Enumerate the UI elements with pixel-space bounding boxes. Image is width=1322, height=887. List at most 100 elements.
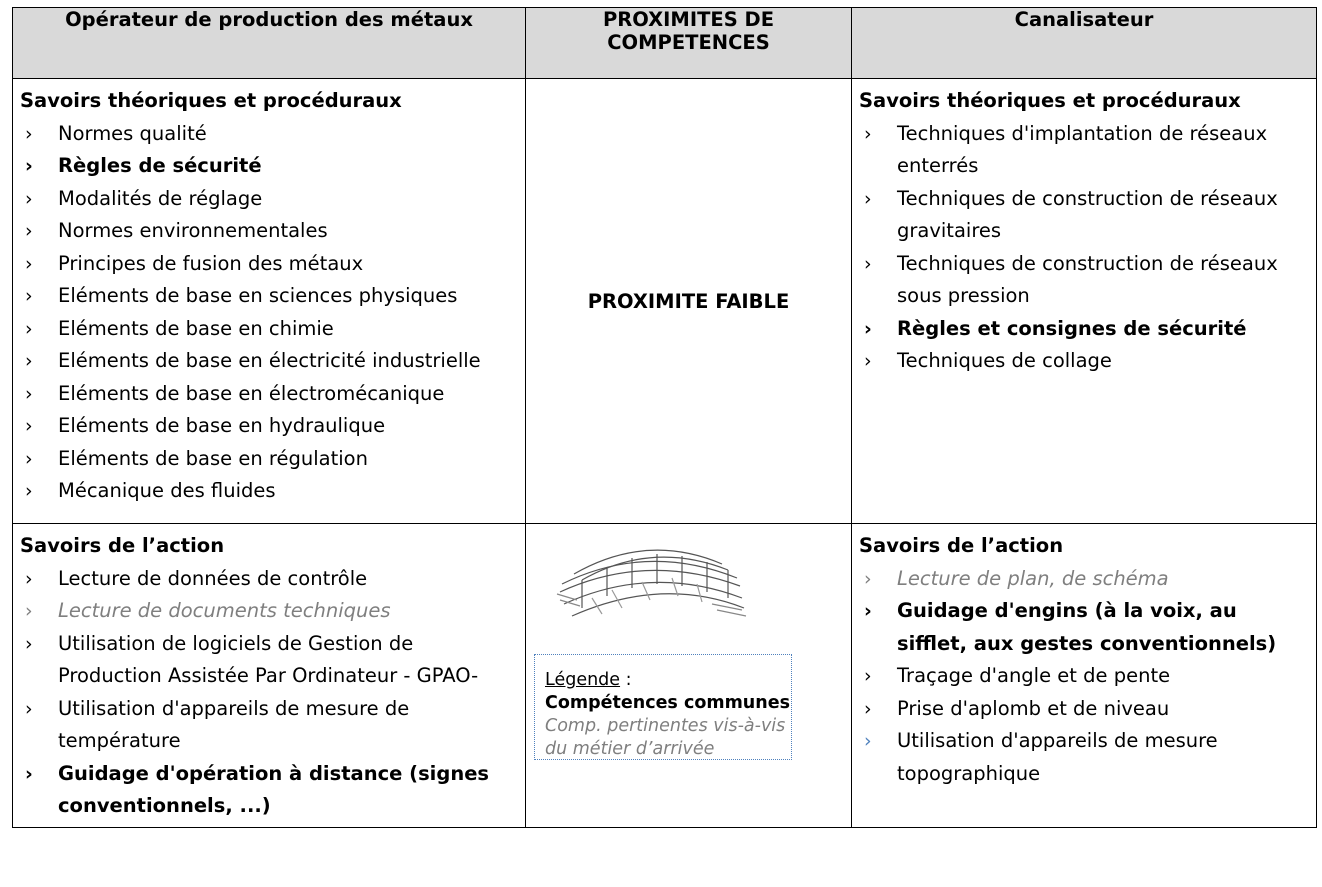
list-item: ›Guidage d'opération à distance (signes …	[20, 758, 517, 823]
bullet-icon: ›	[864, 697, 872, 720]
section-title: Savoirs théoriques et procéduraux	[859, 89, 1241, 112]
bullet-icon: ›	[25, 382, 33, 405]
list-item: › Guidage d'engins (à la voix, au sifflet…	[859, 595, 1308, 660]
header-left: Opérateur de production des métaux	[12, 7, 526, 79]
section-title: Savoirs de l’action	[20, 534, 225, 557]
bullet-icon: ›	[25, 415, 33, 437]
list-item-text: Guidage d'engins (à la voix, au sifflet,…	[897, 599, 1277, 655]
competence-table: Opérateur de production des métaux PROXI…	[12, 7, 1317, 828]
item-list: ›Normes qualité›Règles de sécurité›Modal…	[20, 118, 517, 508]
list-item: › Techniques d'implantation de réseaux en…	[859, 118, 1308, 183]
bullet-icon: ›	[25, 480, 33, 502]
cell-left-action: Savoirs de l’action ›Lecture de données …	[12, 523, 526, 828]
legend-pertinent: Comp. pertinentes vis-à-vis du métier d’…	[545, 716, 786, 759]
list-item: › Eléments de base en chimie	[20, 313, 517, 346]
bullet-icon: ›	[864, 600, 872, 622]
bullet-icon: ›	[864, 252, 872, 275]
list-item: › Mécanique des fluides	[20, 475, 517, 508]
list-item: › Eléments de base en électricité industr…	[20, 345, 517, 378]
list-item-text: Utilisation d'appareils de mesure topogr…	[897, 729, 1218, 785]
list-item: › Principes de fusion des métaux	[20, 248, 517, 281]
bullet-icon: ›	[25, 252, 33, 275]
list-item-text: Eléments de base en hydraulique	[58, 414, 386, 437]
list-item-text: Techniques d'implantation de réseaux ent…	[897, 121, 1268, 178]
cell-middle-proximity: PROXIMITE FAIBLE	[525, 78, 852, 524]
bullet-icon: ›	[25, 220, 33, 242]
proximity-label: PROXIMITE FAIBLE	[587, 289, 790, 313]
bullet-icon: ›	[25, 697, 33, 720]
bullet-icon: ›	[864, 567, 872, 590]
bullet-icon: ›	[25, 317, 33, 340]
bullet-icon: ›	[25, 350, 33, 372]
list-item: › Lecture de documents techniques	[20, 595, 517, 628]
bullet-icon: ›	[864, 665, 872, 687]
cell-right-action: Savoirs de l’action › Lecture de plan, de…	[851, 523, 1317, 828]
bullet-icon: ›	[864, 317, 872, 340]
cell-middle-legend: Légende : Compétences communes Comp. per…	[525, 523, 852, 828]
list-item-text: Lecture de plan, de schéma	[897, 566, 1169, 590]
bullet-icon: ›	[25, 567, 33, 590]
list-item-text: Eléments de base en régulation	[58, 446, 368, 470]
bullet-icon: ›	[25, 762, 33, 785]
bullet-icon: ›	[864, 187, 872, 210]
bullet-icon: ›	[864, 350, 872, 372]
list-item-text: Techniques de construction de réseaux gr…	[897, 186, 1278, 243]
list-item: › Utilisation d'appareils de mesure de te…	[20, 693, 517, 758]
list-item: ›Modalités de réglage	[20, 183, 517, 216]
item-list: › Lecture de plan, de schéma › Guidage d'en…	[859, 563, 1308, 791]
bullet-icon: ›	[25, 632, 33, 655]
list-item-text: Eléments de base en chimie	[58, 316, 334, 340]
row-theoretical: Savoirs théoriques et procéduraux ›Norme…	[12, 78, 1317, 524]
list-item: › Utilisation d'appareils de mesure topog…	[859, 725, 1308, 790]
list-item: › Lecture de plan, de schéma	[859, 563, 1308, 596]
list-item-text: Mécanique des fluides	[58, 479, 276, 502]
item-list: ›Lecture de données de contrôle›Lecture …	[20, 563, 517, 823]
header-middle-text: PROXIMITES DE COMPETENCES	[602, 8, 775, 54]
section-title: Savoirs théoriques et procéduraux	[20, 89, 402, 112]
list-item: ›Normes qualité	[20, 118, 517, 151]
header-row: Opérateur de production des métaux PROXI…	[12, 7, 1317, 79]
list-item: › Normes environnementales	[20, 215, 517, 248]
list-item: ›Utilisation de logiciels de Gestion de …	[20, 628, 517, 693]
legend-title: Légende :	[545, 669, 791, 692]
bullet-icon: ›	[25, 285, 33, 307]
row-action: Savoirs de l’action ›Lecture de données …	[12, 523, 1317, 828]
list-item-text: Principes de fusion des métaux	[58, 251, 364, 275]
bullet-icon: ›	[864, 122, 872, 145]
list-item-text: Traçage d'angle et de pente	[897, 664, 1171, 687]
list-item-text: Règles et consignes de sécurité	[897, 316, 1247, 340]
list-item-text: Eléments de base en électricité industri…	[58, 349, 481, 372]
header-right: Canalisateur	[851, 7, 1317, 79]
list-item: › Techniques de collage	[859, 345, 1308, 378]
bridge-icon	[556, 549, 747, 617]
section-title: Savoirs de l’action	[859, 534, 1064, 557]
list-item: › Eléments de base en sciences physiques	[20, 280, 517, 313]
list-item-text: Règles de sécurité	[58, 154, 262, 177]
list-item: ›Lecture de données de contrôle	[20, 563, 517, 596]
list-item-text: Techniques de construction de réseaux so…	[897, 251, 1278, 308]
list-item: › Techniques de construction de réseaux s…	[859, 248, 1308, 313]
list-item-text: Eléments de base en électromécanique	[58, 381, 445, 405]
bullet-icon: ›	[25, 447, 33, 470]
bullet-icon: ›	[864, 730, 872, 752]
item-list: › Techniques d'implantation de réseaux en…	[859, 118, 1308, 378]
list-item-text: Prise d'aplomb et de niveau	[897, 696, 1170, 720]
list-item: › Techniques de construction de réseaux g…	[859, 183, 1308, 248]
cell-right-theoretical: Savoirs théoriques et procéduraux › Techn…	[851, 78, 1317, 524]
list-item-text: Eléments de base en sciences physiques	[58, 284, 458, 307]
list-item-text: Modalités de réglage	[58, 186, 263, 210]
list-item-text: Normes environnementales	[58, 219, 328, 242]
list-item: › Prise d'aplomb et de niveau	[859, 693, 1308, 726]
list-item: ›Règles de sécurité	[20, 150, 517, 183]
list-item-text: Lecture de documents techniques	[58, 599, 391, 622]
list-item-text: Techniques de collage	[897, 349, 1112, 372]
list-item: › Eléments de base en régulation	[20, 443, 517, 476]
list-item-text: Utilisation d'appareils de mesure de tem…	[58, 696, 410, 753]
list-item: › Règles et consignes de sécurité	[859, 313, 1308, 346]
bullet-icon: ›	[25, 600, 33, 622]
bullet-icon: ›	[25, 122, 33, 145]
legend-separator: :	[620, 670, 632, 690]
legend-title-text: Légende	[545, 670, 621, 690]
legend-common: Compétences communes	[545, 693, 791, 713]
list-item: › Eléments de base en hydraulique	[20, 410, 517, 443]
